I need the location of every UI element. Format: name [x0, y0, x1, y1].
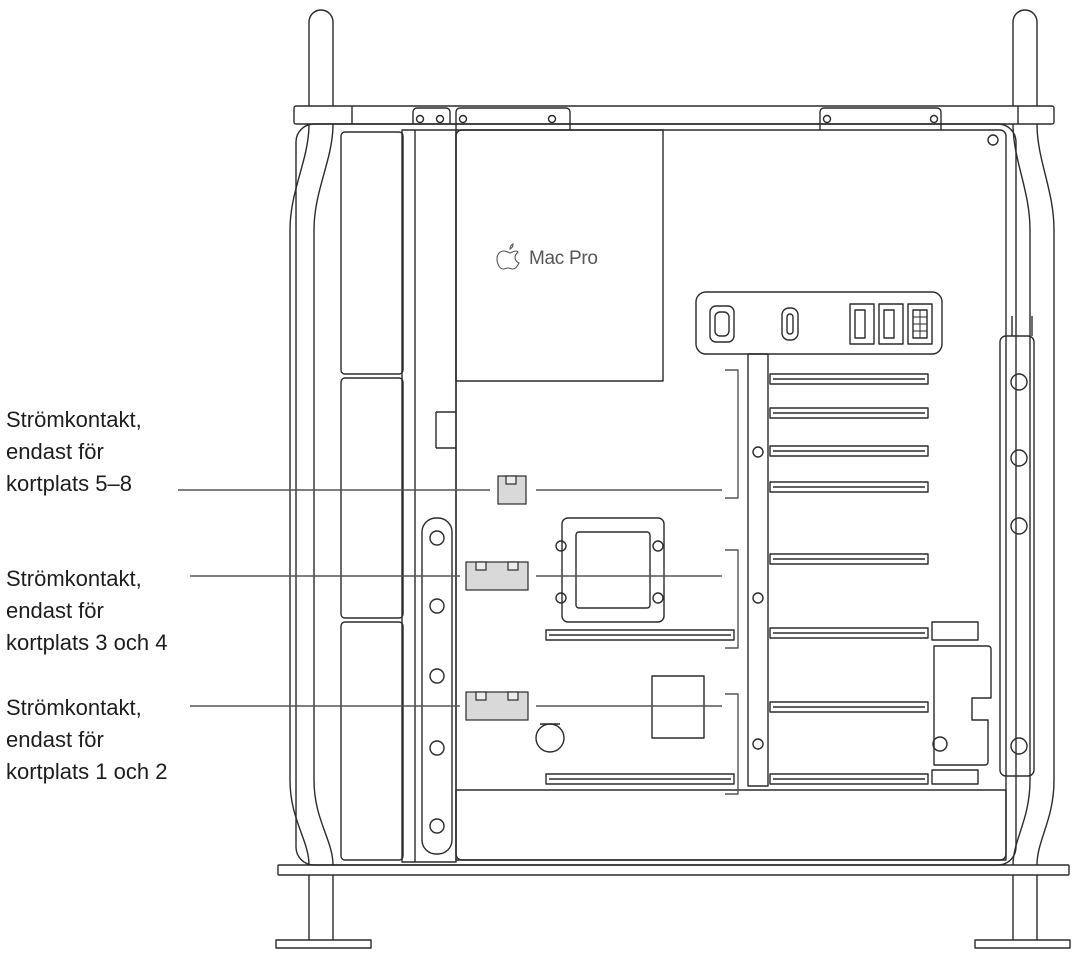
- slot-group-bracket-3-4: [725, 549, 739, 649]
- apple-logo-shape: [496, 243, 520, 270]
- io-panel: [695, 291, 943, 355]
- right-frame-tube: [1012, 123, 1031, 866]
- vertical-bracket: [401, 129, 457, 863]
- chassis: [295, 123, 1017, 866]
- pcie-slots: [545, 373, 929, 785]
- ssd-area: [933, 645, 992, 766]
- power-connector-slots-1-2: [465, 691, 529, 721]
- callout-line: kortplats 3 och 4: [6, 630, 168, 655]
- brand-label:  Mac Pro: [496, 243, 598, 270]
- left-foot: [308, 875, 334, 940]
- small-connector-bottom: [931, 769, 979, 785]
- slot-group-bracket-5-8: [725, 369, 739, 499]
- bottom-rail: [277, 864, 1070, 876]
- callout-line: endast för: [6, 439, 104, 464]
- bottom-bay: [455, 789, 1007, 861]
- fan-module-2: [340, 377, 404, 619]
- callout-line: Strömkontakt,: [6, 566, 142, 591]
- callout-slots-3-4: Strömkontakt, endast för kortplats 3 och…: [6, 563, 167, 659]
- slot-group-bracket-1-2: [725, 693, 739, 795]
- callout-line: Strömkontakt,: [6, 407, 142, 432]
- callout-line: endast för: [6, 598, 104, 623]
- callout-line: kortplats 5–8: [6, 471, 132, 496]
- sata-port-1: [849, 303, 875, 345]
- callout-line: kortplats 1 och 2: [6, 759, 168, 784]
- brand-name: Mac Pro: [529, 248, 598, 269]
- callout-slots-5-8: Strömkontakt, endast för kortplats 5–8: [6, 404, 142, 500]
- card-guide-rail: [747, 353, 769, 787]
- callout-slots-1-2: Strömkontakt, endast för kortplats 1 och…: [6, 692, 167, 788]
- small-connector-top: [931, 621, 979, 641]
- left-frame-tube: [289, 123, 310, 866]
- cpu-socket: [555, 517, 665, 623]
- thunderbolt-port: [781, 307, 799, 341]
- logic-board: [455, 129, 1007, 861]
- callout-line: endast för: [6, 727, 104, 752]
- fan-module-3: [340, 621, 404, 861]
- fan-module-1: [340, 131, 404, 375]
- right-foot: [1012, 875, 1038, 940]
- right-handle: [1012, 9, 1038, 106]
- power-connector-slots-3-4: [465, 561, 529, 591]
- chipset: [651, 675, 705, 739]
- sata-port-2: [878, 303, 904, 345]
- left-handle: [308, 9, 334, 106]
- header-port: [907, 303, 933, 345]
- power-button: [709, 305, 735, 343]
- callout-line: Strömkontakt,: [6, 695, 142, 720]
- power-supply-cover: [455, 129, 664, 382]
- coin-battery: [535, 723, 565, 753]
- right-bracket: [999, 335, 1035, 777]
